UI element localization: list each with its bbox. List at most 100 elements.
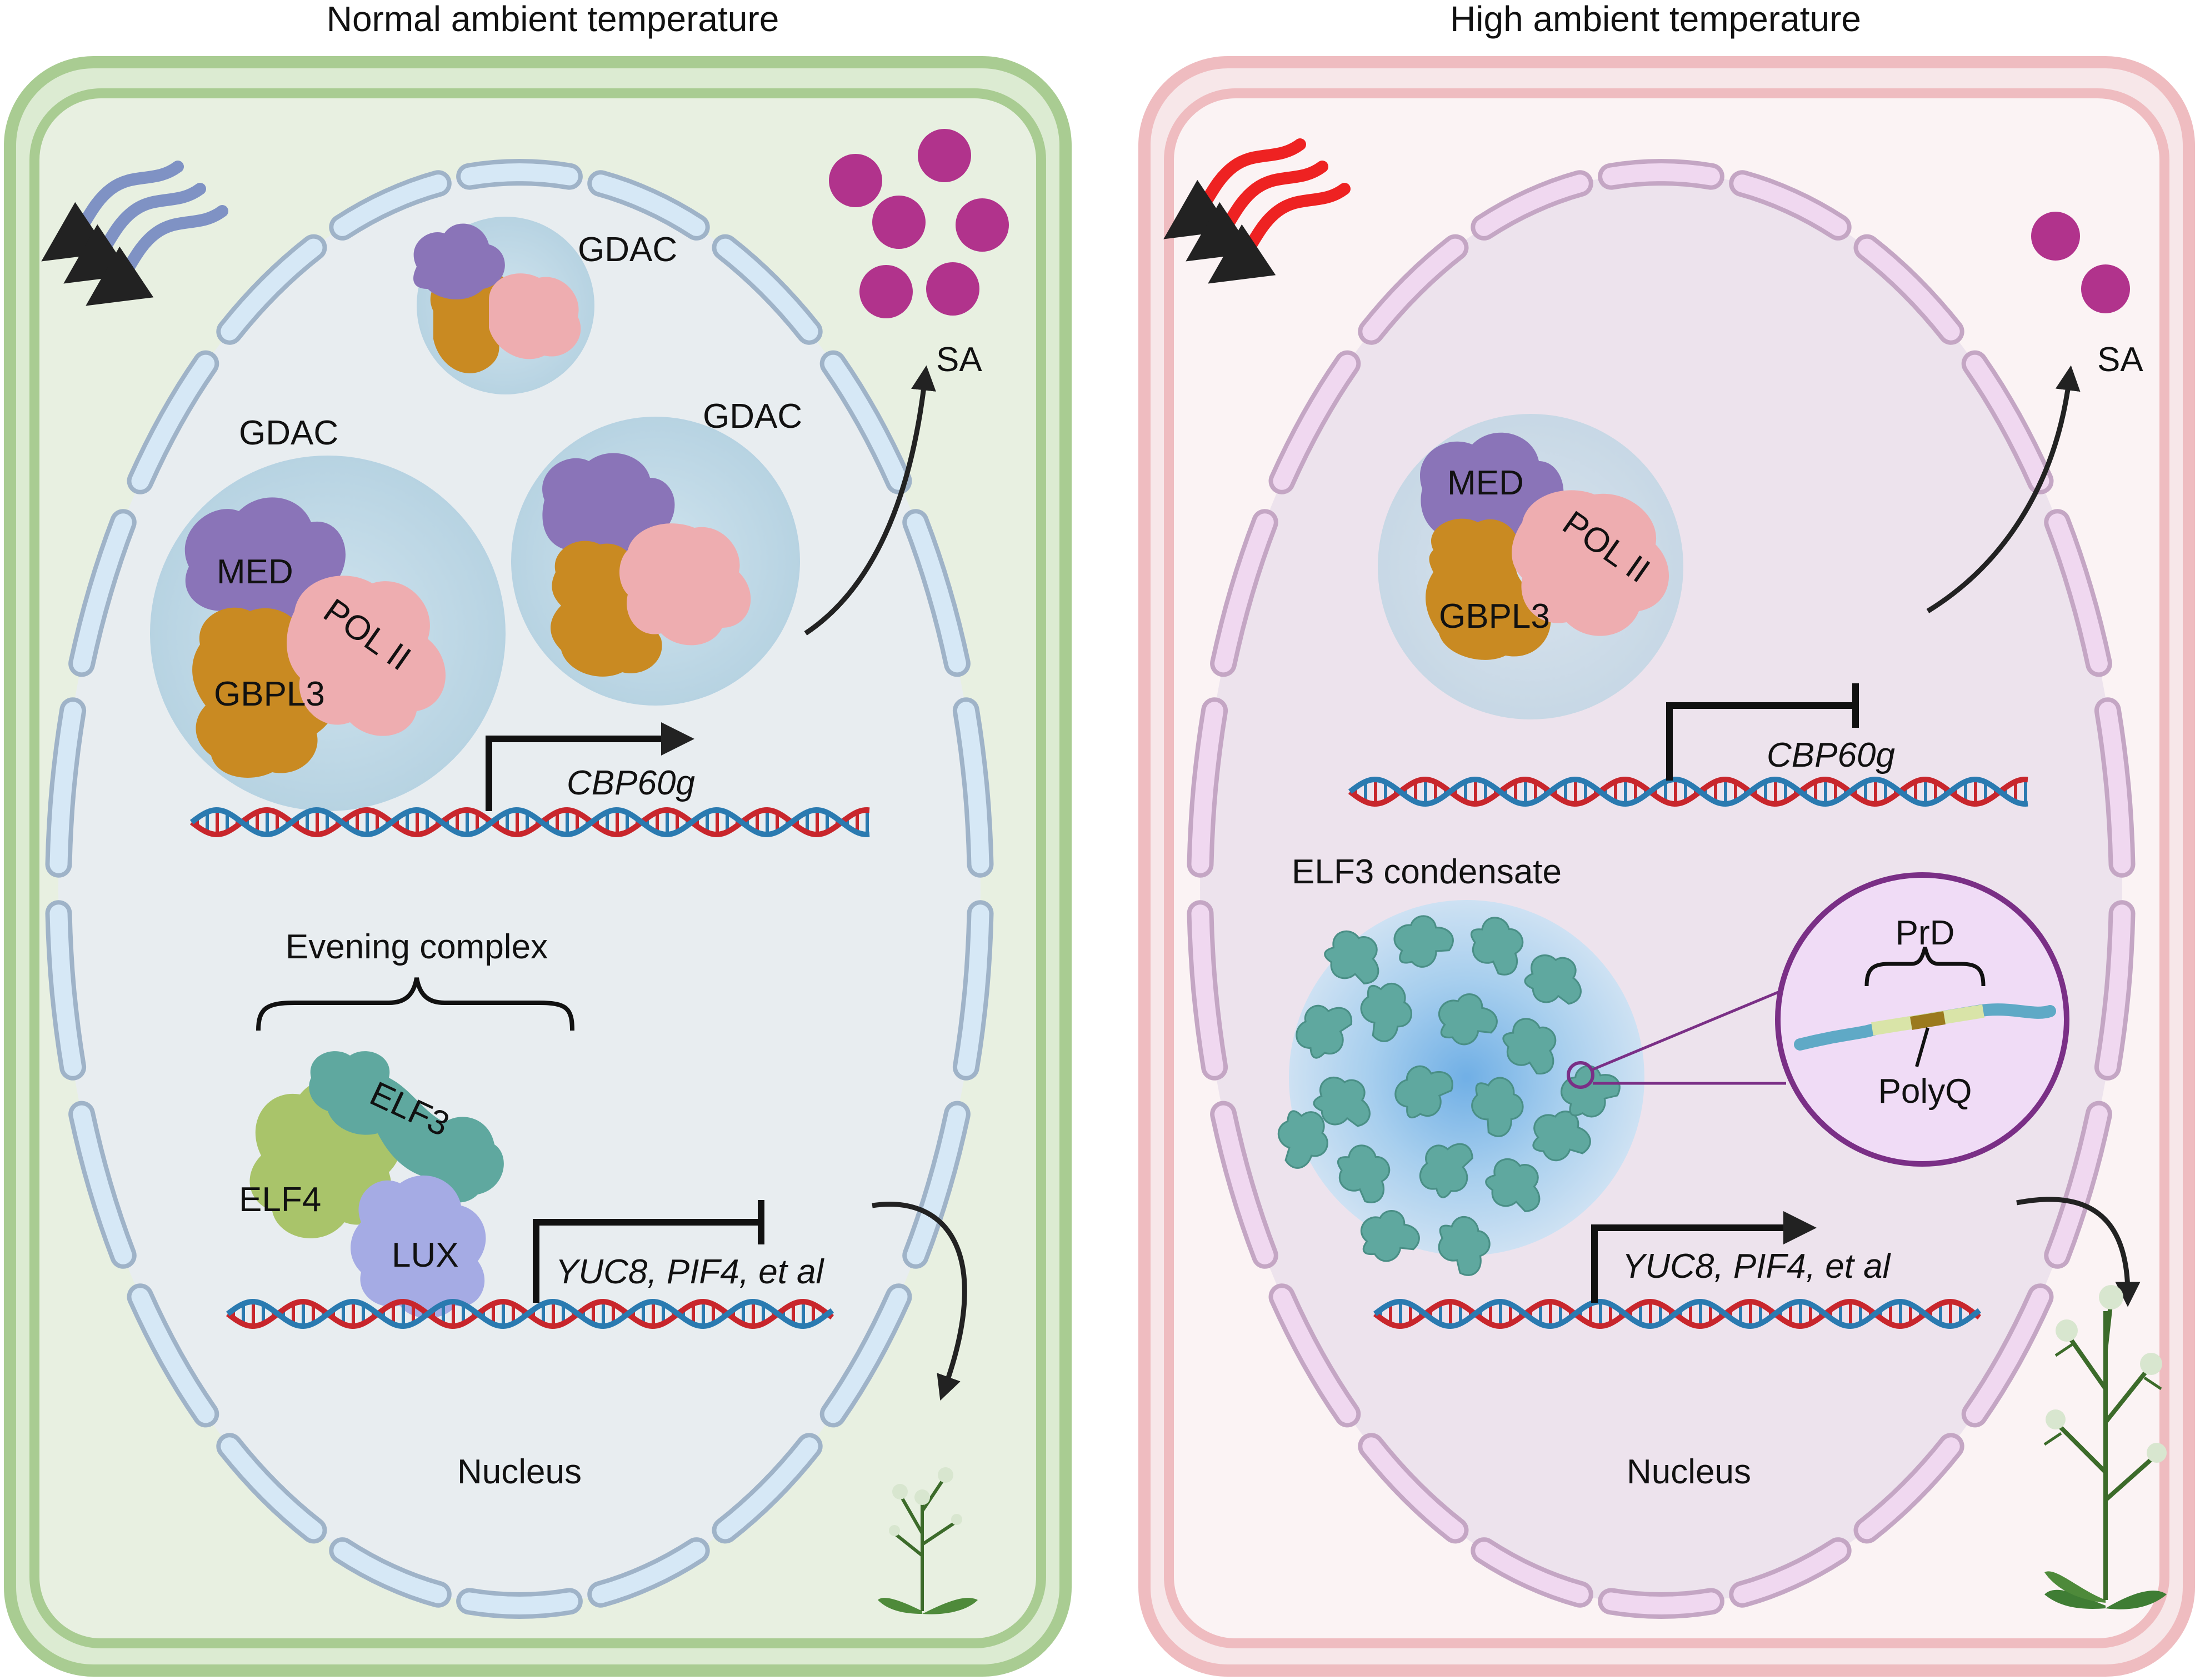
envelope-segment <box>592 174 706 236</box>
right-targets-label: YUC8, PIF4, et al <box>1622 1247 1892 1286</box>
right-med-label: MED <box>1447 464 1524 502</box>
left-gdac-label-right: GDAC <box>703 397 802 436</box>
left-cbp60g-activation-arrow <box>486 722 694 811</box>
left-elf4-label: ELF4 <box>239 1181 321 1219</box>
right-dna-cbp60g <box>1348 776 2028 807</box>
left-evening-complex <box>249 1051 504 1318</box>
left-gdac-right <box>511 417 800 706</box>
right-gbpl3-label: GBPL3 <box>1439 597 1550 636</box>
elf3-protein <box>1438 993 1498 1046</box>
envelope-segment <box>824 354 908 490</box>
left-med-label: MED <box>217 553 293 591</box>
elf3-protein <box>1360 982 1412 1042</box>
left-dna-cbp60g <box>189 807 870 838</box>
dna-strand <box>1373 1298 1981 1329</box>
envelope-segment <box>957 702 989 873</box>
left-evening-complex-brace <box>256 977 574 1031</box>
elf3-protein <box>1524 954 1582 1005</box>
left-dna-targets <box>226 1298 834 1329</box>
right-prd-label: PrD <box>1896 914 1955 952</box>
envelope-segment <box>461 1592 578 1615</box>
dot-icon <box>829 129 1009 318</box>
left-sa-label: SA <box>936 341 982 379</box>
envelope-segment <box>221 1437 323 1539</box>
elf3-protein <box>1277 1110 1328 1169</box>
envelope-segment <box>131 354 215 490</box>
right-nucleus-label: Nucleus <box>1627 1453 1751 1491</box>
envelope-segment <box>333 1542 447 1603</box>
right-sa-label: SA <box>2097 341 2143 379</box>
envelope-segment <box>2048 513 2108 673</box>
elf3-protein <box>1337 1144 1391 1203</box>
right-cbp60g-repression-bar <box>1666 683 1859 781</box>
left-growth-arrow <box>872 1202 967 1401</box>
elf3-protein <box>1470 917 1524 976</box>
wavy-arrows-icon <box>1163 138 1351 284</box>
left-gdac-label-left: GDAC <box>239 414 338 452</box>
elf3-protein <box>1360 1210 1420 1262</box>
envelope-segment <box>49 904 82 1076</box>
left-nucleus-label: Nucleus <box>457 1453 582 1491</box>
right-zoom-marker <box>1567 1061 1594 1089</box>
elf3-protein <box>1419 1143 1473 1198</box>
right-polyq-pointer <box>1915 1027 1929 1067</box>
right-polyq-label: PolyQ <box>1878 1072 1972 1111</box>
right-prd-brace <box>1864 947 1986 987</box>
right-polyq-region <box>1910 1011 1946 1030</box>
envelope-segment <box>1733 1542 1847 1603</box>
right-elf3-condensate <box>1277 900 1644 1276</box>
envelope-segment <box>1966 354 2049 490</box>
right-nuclear-envelope <box>1187 158 2136 1619</box>
elf3-protein <box>1485 1158 1541 1212</box>
wavy-arrows-icon <box>41 161 228 306</box>
left-targets-repression-bar <box>533 1200 764 1303</box>
envelope-segment <box>1214 1105 1274 1264</box>
envelope-segment <box>2098 702 2131 873</box>
left-gdac-top <box>413 217 594 394</box>
envelope-segment <box>1273 354 1357 490</box>
envelope-segment <box>716 1437 818 1539</box>
left-panel-title: Normal ambient temperature <box>327 0 779 39</box>
envelope-segment <box>2098 904 2131 1076</box>
left-gbpl3-label: GBPL3 <box>214 675 325 713</box>
left-gdac-label-top: GDAC <box>578 231 677 269</box>
high-temperature-panel: High ambient temperature SA MED POL II G… <box>1138 0 2195 1677</box>
right-panel-title: High ambient temperature <box>1450 0 1861 39</box>
envelope-segment <box>73 513 132 673</box>
right-growth-arrow <box>2016 1197 2141 1307</box>
arabidopsis-plant-icon <box>878 1467 978 1614</box>
dna-strand <box>189 807 870 838</box>
left-targets-label: YUC8, PIF4, et al <box>556 1253 825 1291</box>
elf3-protein <box>1313 1076 1371 1127</box>
elf3-protein <box>1438 1216 1491 1276</box>
elf3-protein <box>1296 1004 1353 1059</box>
right-sa-arrow <box>1926 365 2081 613</box>
right-zoom-lines <box>1592 987 1787 1085</box>
elf3-protein <box>1502 1018 1557 1075</box>
envelope-segment <box>1966 1288 2049 1423</box>
left-cbp60g-label: CBP60g <box>567 764 695 802</box>
elf3-protein <box>1532 1111 1591 1162</box>
envelope-segment <box>221 238 323 341</box>
elf3-protein <box>1394 1065 1453 1119</box>
envelope-segment <box>333 174 447 236</box>
left-sa-arrow <box>804 365 936 636</box>
envelope-segment <box>957 904 989 1076</box>
dna-strand <box>226 1298 834 1329</box>
envelope-segment <box>1191 702 1224 873</box>
envelope-segment <box>131 1288 215 1423</box>
envelope-segment <box>1858 1437 1960 1539</box>
envelope-segment <box>824 1288 908 1423</box>
dna-strand <box>1348 776 2028 807</box>
envelope-segment <box>716 238 818 341</box>
dot-icon <box>2031 212 2130 313</box>
envelope-segment <box>1362 1437 1464 1539</box>
elf3-protein <box>1471 1077 1524 1137</box>
envelope-segment <box>907 513 966 673</box>
right-gdac <box>1378 414 1683 719</box>
left-nuclear-envelope <box>45 158 994 1619</box>
envelope-segment <box>592 1542 706 1603</box>
envelope-segment <box>2048 1105 2108 1264</box>
envelope-segment <box>1475 1542 1589 1603</box>
